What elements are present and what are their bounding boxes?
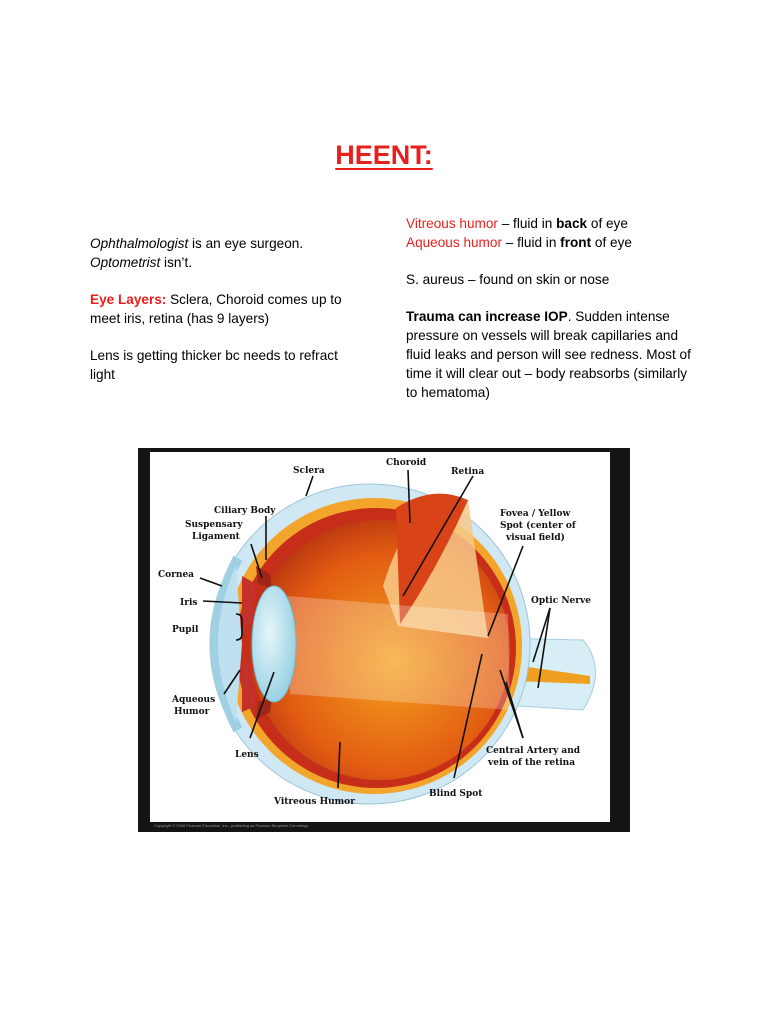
eye-layers-note: Eye Layers: Sclera, Choroid comes up to … <box>90 290 360 328</box>
cutaway-wall <box>396 493 468 624</box>
text: is an eye surgeon. <box>188 236 304 251</box>
label-ciliary-body: Ciliary Body <box>214 506 276 516</box>
label-lens: Lens <box>235 750 259 760</box>
text: of eye <box>587 216 628 231</box>
label-fovea: visual field) <box>505 532 565 543</box>
label-fovea: Spot (center of <box>500 520 577 531</box>
iris-top <box>242 576 256 626</box>
term-vitreous: Vitreous humor <box>406 216 498 231</box>
text: Sclera, Choroid comes up to meet iris, r… <box>90 292 342 326</box>
eye-layers-label: Eye Layers: <box>90 292 167 307</box>
label-sclera: Sclera <box>293 466 325 476</box>
label-central-artery: Central Artery and <box>486 746 581 756</box>
text: of eye <box>591 235 632 250</box>
text-bold: front <box>560 235 592 250</box>
vitreous-plane <box>288 596 510 710</box>
figure-credit: Copyright © 2006 Pearson Education, Inc.… <box>154 823 309 828</box>
label-central-artery: vein of the retina <box>487 758 575 768</box>
cornea <box>210 555 243 733</box>
ophthalmologist-note: Ophthalmologist is an eye surgeon. Optom… <box>90 234 360 272</box>
label-pupil: Pupil <box>172 625 199 635</box>
label-humor: Humor <box>174 707 210 717</box>
eye-anatomy-figure: Sclera Choroid Retina Ciliary Body Suspe… <box>138 448 630 832</box>
term-optometrist: Optometrist <box>90 255 161 270</box>
lens-note: Lens is getting thicker bc needs to refr… <box>90 348 338 382</box>
label-suspensary: Suspensary <box>185 520 243 530</box>
trauma-label: Trauma can increase IOP <box>406 309 568 324</box>
label-vitreous-humor: Vitreous Humor <box>273 797 355 807</box>
label-choroid: Choroid <box>386 458 427 468</box>
right-column: Vitreous humor – fluid in back of eye Aq… <box>406 214 696 420</box>
eye-diagram: Sclera Choroid Retina Ciliary Body Suspe… <box>150 452 610 828</box>
label-ligament: Ligament <box>192 532 241 542</box>
text-bold: back <box>556 216 588 231</box>
label-retina: Retina <box>451 467 484 477</box>
page-title: HEENT: <box>335 140 433 170</box>
label-fovea: Fovea / Yellow <box>500 509 570 519</box>
term-ophthalmologist: Ophthalmologist <box>90 236 189 251</box>
label-optic-nerve: Optic Nerve <box>531 596 591 606</box>
iris-bottom <box>242 662 256 712</box>
label-iris: Iris <box>180 598 197 608</box>
text: isn’t. <box>160 255 192 270</box>
label-blind-spot: Blind Spot <box>429 789 483 799</box>
text: – fluid in <box>497 216 557 231</box>
left-column: Ophthalmologist is an eye surgeon. Optom… <box>90 234 360 402</box>
label-cornea: Cornea <box>158 570 194 580</box>
trauma-note: Trauma can increase IOP. Sudden intense … <box>406 307 696 402</box>
leader-lines <box>199 469 551 789</box>
label-aqueous: Aqueous <box>171 695 215 705</box>
text: . Sudden intense pressure on vessels wil… <box>406 309 691 400</box>
aqueous-chamber <box>218 566 242 722</box>
humor-notes: Vitreous humor – fluid in back of eye Aq… <box>406 214 696 252</box>
lens <box>251 585 297 703</box>
s-aureus-note: S. aureus – found on skin or nose <box>406 272 610 287</box>
ciliary-bottom <box>256 698 272 720</box>
term-aqueous: Aqueous humor <box>406 235 502 250</box>
text: – fluid in <box>501 235 561 250</box>
